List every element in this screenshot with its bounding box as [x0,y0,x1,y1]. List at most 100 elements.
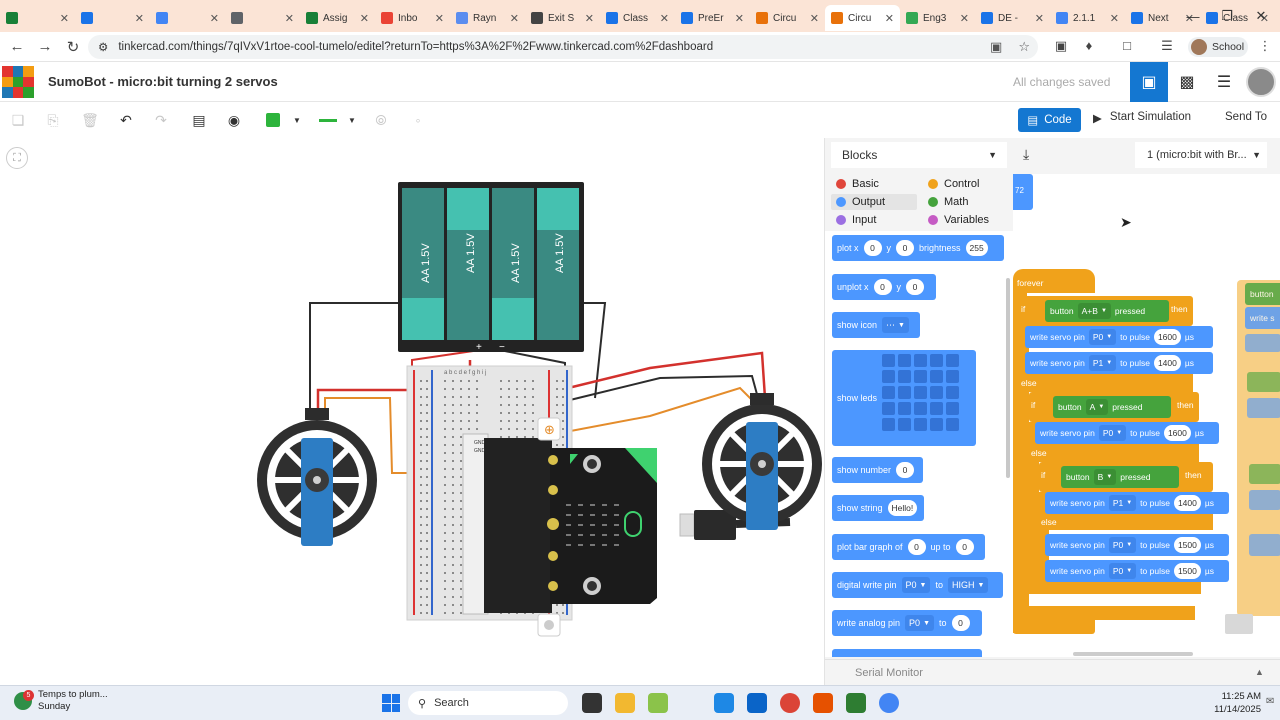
wire-black-servo-right[interactable] [569,374,759,401]
close-tab-icon[interactable]: ✕ [734,12,744,25]
category-math[interactable]: Math [923,194,1009,210]
side-write-block[interactable]: write s [1245,307,1280,329]
download-code-icon[interactable]: ⤓ [1023,146,1030,162]
digital-value-dropdown[interactable]: HIGH▼ [948,577,989,593]
battery-pack[interactable]: AA 1.5V AA 1.5V AA 1.5V AA 1.5V + − [398,182,584,353]
category-input[interactable]: Input [831,212,917,228]
start-simulation-button[interactable]: ▶ Start Simulation [1093,111,1191,125]
install-app-icon[interactable]: ▣ [990,39,1003,54]
side-button-block[interactable]: button [1245,283,1280,305]
close-tab-icon[interactable]: ✕ [584,12,594,25]
url-omnibox[interactable]: ⚙ tinkercad.com/things/7qIVxV1rtoe-cool-… [88,35,1038,59]
tinkercad-logo[interactable] [2,66,34,98]
code-button[interactable]: ▤ Code [1018,108,1081,132]
bar-max-input[interactable]: 0 [955,539,974,555]
analog-pin-dropdown[interactable]: P0▼ [905,615,934,631]
palette-scrollbar[interactable] [1006,278,1010,478]
notes-icon[interactable]: ▤ [192,111,206,128]
browser-tab[interactable]: PreEr✕ [675,5,750,31]
show-icon-block[interactable]: show icon ⋯▼ [832,312,920,338]
color-picker[interactable] [263,110,283,130]
annotation-icon[interactable]: ◉ [227,111,241,128]
browser-tab[interactable]: Class✕ [600,5,675,31]
browser-tab[interactable]: Circu✕ [750,5,825,31]
show-leds-block[interactable]: show leds [832,350,976,446]
show-string-input[interactable]: Hello! [887,500,918,516]
notifications-icon[interactable]: ✉ [1266,696,1275,707]
close-tab-icon[interactable]: ✕ [1109,12,1119,25]
led-cell[interactable] [930,386,943,399]
taskbar-search[interactable]: ⚲ Search [408,691,568,715]
redo-icon[interactable]: ↷ [155,111,167,128]
undo-icon[interactable]: ↶ [120,111,132,128]
browser-tab[interactable]: Eng3✕ [900,5,975,31]
puzzle-extensions-icon[interactable]: ♦ [1085,38,1093,53]
code-mode-dropdown[interactable]: Blocks ▼ [831,142,1007,168]
wire-chevron-down-icon[interactable]: ▼ [348,115,356,125]
close-tab-icon[interactable]: ✕ [809,12,819,25]
led-cell[interactable] [898,370,911,383]
close-tab-icon[interactable]: ✕ [1259,12,1269,25]
browser-tab[interactable]: Rayn✕ [450,5,525,31]
close-tab-icon[interactable]: ✕ [1184,12,1194,25]
outlook-icon[interactable] [747,693,767,713]
led-cell[interactable] [930,354,943,367]
servo-write-block[interactable]: write servo pin P0▼ to pulse 1500 µs [1045,560,1229,582]
wire-black-left[interactable] [309,302,400,408]
led-cell[interactable] [946,418,959,431]
task-view-icon[interactable] [582,693,602,713]
media-controls-icon[interactable]: ☰ [1161,38,1173,53]
servo-wheel-left[interactable] [257,408,377,546]
led-cell[interactable] [930,418,943,431]
button-a-pressed[interactable]: button A▼ pressed [1053,396,1171,418]
close-tab-icon[interactable]: ✕ [959,12,969,25]
forward-icon[interactable]: → [37,38,53,55]
servo-write-block[interactable]: write servo pin P0▼ to pulse 1600 µs [1035,422,1219,444]
servo-write-block[interactable]: write servo pin P1▼ to pulse 1400 µs [1045,492,1229,514]
servo-pin-dropdown[interactable]: P0▼ [1108,537,1137,553]
unplot-x-input[interactable]: 0 [873,279,892,295]
bar-value-input[interactable]: 0 [907,539,926,555]
close-tab-icon[interactable]: ✕ [59,12,69,25]
back-icon[interactable]: ← [9,38,25,55]
pulse-input[interactable]: 1500 [1173,563,1201,579]
paste-icon[interactable]: ⎘ [47,111,59,128]
windows-start-icon[interactable] [382,694,400,712]
browser-menu-icon[interactable]: ⋮ [1258,38,1272,53]
button-ab-pressed[interactable]: button A+B▼ pressed [1045,300,1169,322]
restore-icon[interactable]: ❐ [1221,8,1233,23]
servo-write-block[interactable]: write servo pin P0▼ to pulse 1600 µs [1025,326,1213,348]
app-icon[interactable] [648,693,668,713]
led-grid[interactable] [882,354,959,431]
file-explorer-icon[interactable] [615,693,635,713]
chrome-icon[interactable] [780,693,800,713]
servo-pin-dropdown[interactable]: P0▼ [1088,329,1117,345]
forever-block[interactable]: forever [1013,269,1095,293]
digital-write-block[interactable]: digital write pin P0▼ to HIGH▼ [832,572,1003,598]
plot-x-input[interactable]: 0 [863,240,882,256]
close-tab-icon[interactable]: ✕ [359,12,369,25]
chrome-profile-icon[interactable] [879,693,899,713]
led-cell[interactable] [930,370,943,383]
led-cell[interactable] [898,402,911,415]
led-cell[interactable] [898,386,911,399]
plot-bar-graph-block[interactable]: plot bar graph of 0 up to 0 [832,534,985,560]
close-tab-icon[interactable]: ✕ [434,12,444,25]
category-control[interactable]: Control [923,176,1009,192]
pulse-input[interactable]: 1400 [1173,495,1201,511]
color-chevron-down-icon[interactable]: ▼ [293,115,301,125]
analog-write-block[interactable]: write analog pin P0▼ to 0 [832,610,982,636]
servo-write-block[interactable]: write servo pin P0▼ to pulse 1500 µs [1045,534,1229,556]
browser-tab[interactable]: ✕ [150,5,225,31]
browser-tab[interactable]: Exit S✕ [525,5,600,31]
browser-tab[interactable]: Class✕ [1200,5,1275,31]
circuit-view-icon[interactable]: ▣ [1130,62,1168,102]
close-tab-icon[interactable]: ✕ [209,12,219,25]
close-window-icon[interactable]: ✕ [1255,8,1267,23]
rotate-icon[interactable]: ⦾ [375,111,387,128]
analog-value-input[interactable]: 0 [951,615,970,631]
code-workspace[interactable]: 72 forever if button A+B▼ pressed then w [1013,174,1280,657]
led-cell[interactable] [946,370,959,383]
reload-icon[interactable]: ↻ [66,38,80,56]
partial-block[interactable] [832,649,982,657]
